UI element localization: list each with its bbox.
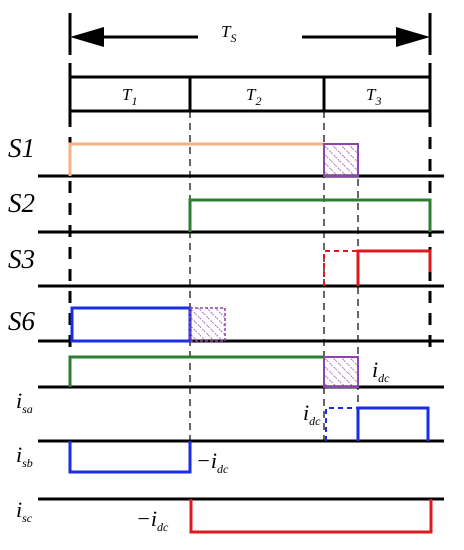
s6-deadtime-hatch (189, 307, 226, 342)
outer-dashed-edges (68, 115, 432, 355)
arrowhead-right (396, 27, 430, 47)
label-isa: isa (16, 388, 33, 416)
label-s1: S1 (8, 133, 35, 163)
arrowhead-left (70, 27, 104, 47)
label-s2: S2 (8, 188, 35, 218)
waveform-isc (189, 499, 433, 534)
interval-t2: T2 (246, 85, 261, 108)
idc-deadtime-hatch (323, 356, 359, 388)
interval-box (68, 63, 432, 115)
label-idc-mid: idc (303, 400, 321, 428)
label-idc-right: idc (372, 357, 390, 385)
label-s3: S3 (8, 244, 35, 274)
waveform-s6 (70, 306, 226, 343)
waveform-s3 (323, 249, 432, 286)
label-isc: isc (16, 497, 33, 525)
label-isb: isb (16, 442, 33, 470)
waveform-isa (325, 406, 430, 441)
interval-t1: T1 (122, 85, 137, 108)
waveform-s2 (188, 198, 432, 232)
label-neg-idc-sb: −idc (196, 448, 229, 476)
waveform-s1 (68, 142, 359, 177)
label-neg-idc-sc: −idc (136, 506, 169, 534)
period-arrow (68, 13, 432, 55)
waveform-idc (68, 355, 359, 388)
baselines (38, 174, 444, 501)
waveform-isb (68, 441, 192, 474)
s1-deadtime-hatch (323, 143, 359, 177)
interval-t3: T3 (366, 85, 381, 108)
period-label: TS (221, 22, 236, 45)
label-s6: S6 (8, 306, 36, 336)
